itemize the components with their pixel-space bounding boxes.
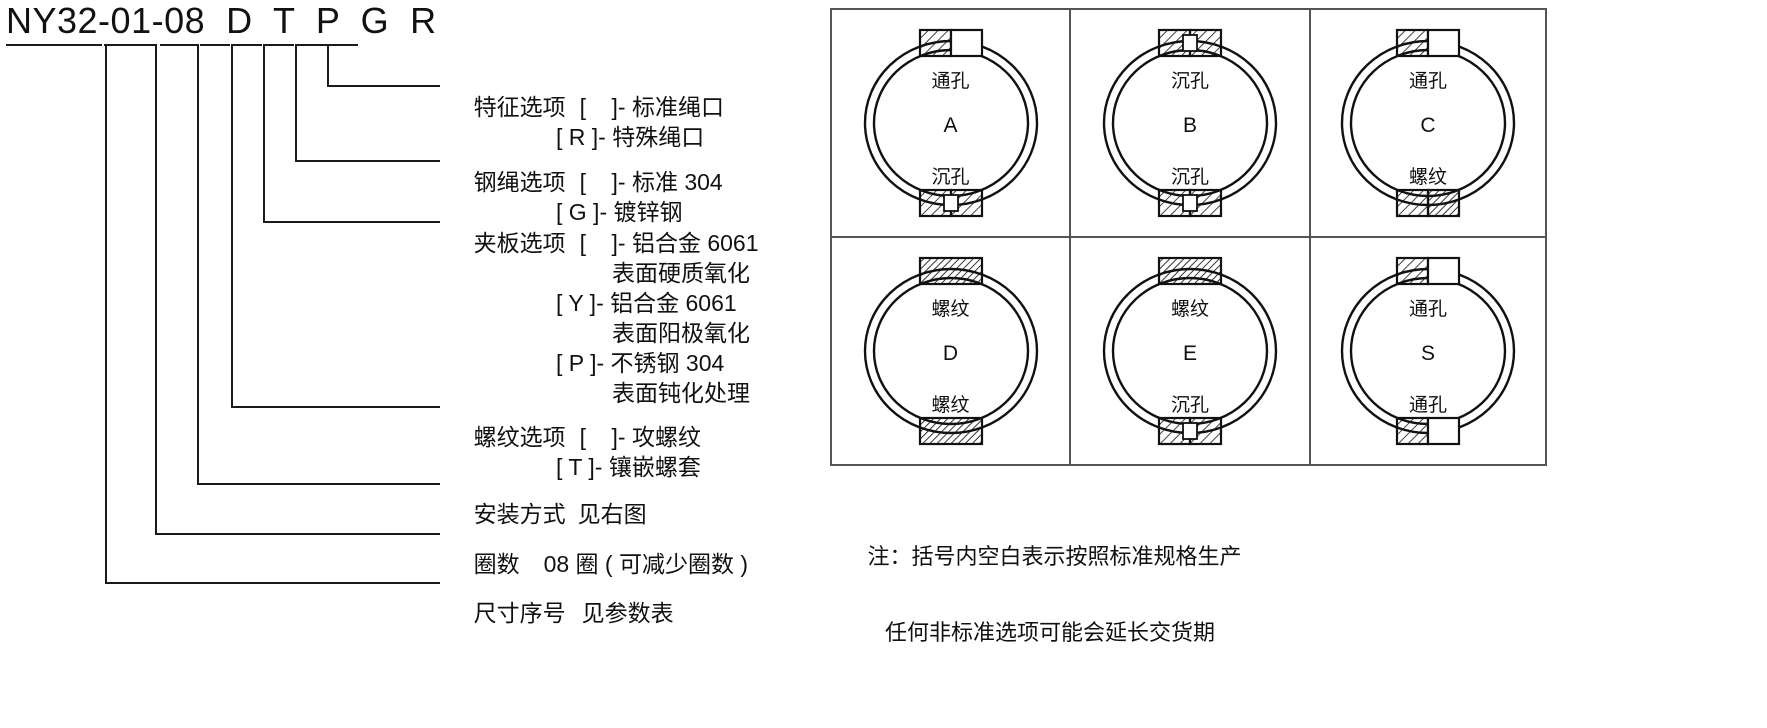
label-feature-option: 特征选项 [ ]- 标准绳口 [ R ]- 特殊绳口: [448, 62, 724, 212]
leader-v-rope: [295, 44, 297, 161]
label-rope-row0: [ ]- 标准 304: [579, 169, 723, 195]
leader-v-thread: [231, 44, 233, 407]
cell-b-code: B: [1182, 114, 1197, 137]
label-feature-row0: [ ]- 标准绳口: [579, 94, 724, 120]
leader-underline-coil: [104, 44, 156, 46]
label-coil-row0: 08 圈 ( 可减少圈数 ): [543, 551, 749, 577]
label-feature-title: 特征选项: [473, 94, 566, 120]
cell-c-top-label: 通孔: [1408, 71, 1447, 92]
ring-diagram-s: [1323, 251, 1533, 451]
ring-diagram-e: [1085, 251, 1295, 451]
label-clamp-title: 夹板选项: [473, 230, 566, 256]
cell-s-bottom-label: 通孔: [1408, 395, 1447, 416]
leader-h-rope: [295, 160, 440, 162]
label-thread-row1: [ T ]- 镶嵌螺套: [556, 454, 701, 480]
label-clamp-row3: 表面阳极氧化: [612, 320, 750, 346]
mounting-cell-s: 通孔 S 通孔: [1311, 238, 1545, 464]
leader-h-clamp: [263, 221, 440, 223]
cell-c-bottom-label: 螺纹: [1408, 167, 1447, 188]
leader-underline-clamp: [232, 44, 262, 46]
mounting-cell-d: 螺纹 D 螺纹: [832, 238, 1071, 464]
mounting-options-grid: 通孔 A 沉孔: [830, 8, 1547, 466]
leader-v-mount: [197, 44, 199, 484]
ring-diagram-b: [1085, 23, 1295, 223]
cell-c-code: C: [1420, 114, 1436, 137]
mounting-cell-a: 通孔 A 沉孔: [832, 10, 1071, 238]
cell-b-bottom-label: 沉孔: [1170, 167, 1209, 188]
footnote-line1: 注：括号内空白表示按照标准规格生产: [867, 544, 1242, 569]
leader-v-clamp: [263, 44, 265, 222]
cell-s-code: S: [1420, 342, 1435, 365]
label-clamp-row0: [ ]- 铝合金 6061: [579, 230, 759, 256]
cell-d-bottom-label: 螺纹: [931, 395, 970, 416]
leader-underline-size: [6, 44, 102, 46]
footnote-line2: 任何非标准选项可能会延长交货期: [885, 620, 1216, 645]
label-thread-option: 螺纹选项 [ ]- 攻螺纹 [ T ]- 镶嵌螺套: [448, 392, 701, 542]
label-mount-row0: 见右图: [577, 501, 647, 527]
label-clamp-row2: [ Y ]- 铝合金 6061: [556, 290, 737, 316]
part-number: NY32-01-08 D T P G R: [6, 0, 437, 41]
label-coil-title: 圈数: [473, 551, 520, 577]
leader-h-coil: [155, 533, 440, 535]
leader-h-thread: [231, 406, 440, 408]
cell-e-bottom-label: 沉孔: [1170, 395, 1209, 416]
label-clamp-option: 夹板选项 [ ]- 铝合金 6061 表面硬质氧化 [ Y ]- 铝合金 6061 表面…: [448, 198, 759, 468]
ring-diagram-d: [846, 251, 1056, 451]
cell-d-top-label: 螺纹: [931, 299, 970, 320]
ring-diagram-c: [1323, 23, 1533, 223]
label-thread-row0: [ ]- 攻螺纹: [579, 424, 701, 450]
leader-v-coil: [155, 44, 157, 534]
leader-underline-thread: [200, 44, 230, 46]
ring-diagram-a: [846, 23, 1056, 223]
label-mounting-type: 安装方式见右图: [448, 469, 647, 559]
label-rope-title: 钢绳选项: [473, 169, 566, 195]
leader-h-mount: [197, 483, 440, 485]
cell-e-top-label: 螺纹: [1170, 299, 1209, 320]
cell-a-code: A: [943, 114, 958, 137]
label-clamp-row1: 表面硬质氧化: [612, 260, 750, 286]
cell-a-bottom-label: 沉孔: [931, 167, 970, 188]
label-size-row0: 见参数表: [581, 600, 674, 626]
leader-underline-rope: [264, 44, 294, 46]
cell-s-top-label: 通孔: [1408, 299, 1447, 320]
leader-h-feature: [327, 85, 440, 87]
label-size-title: 尺寸序号: [473, 600, 566, 626]
label-thread-title: 螺纹选项: [473, 424, 566, 450]
label-feature-row1: [ R ]- 特殊绳口: [556, 124, 705, 150]
leader-v-size: [105, 44, 107, 583]
label-clamp-row4: [ P ]- 不锈钢 304: [556, 350, 725, 376]
leader-h-size: [105, 582, 440, 584]
cell-e-code: E: [1182, 342, 1197, 365]
mounting-cell-e: 螺纹 E 沉孔: [1071, 238, 1311, 464]
leader-v-feature: [327, 44, 329, 86]
diagram-root: NY32-01-08 D T P G R 特征选项 [ ]- 标准绳口 [ R ]-…: [6, 0, 1547, 658]
mounting-cell-b: 沉孔 B 沉孔: [1071, 10, 1311, 238]
label-clamp-row5: 表面钝化处理: [612, 380, 750, 406]
leader-underline-feature: [296, 44, 326, 46]
label-size-serial: 尺寸序号见参数表: [448, 568, 674, 658]
cell-d-code: D: [942, 342, 959, 365]
cell-b-top-label: 沉孔: [1170, 71, 1209, 92]
label-rope-row1: [ G ]- 镀锌钢: [556, 199, 683, 225]
label-rope-option: 钢绳选项 [ ]- 标准 304 [ G ]- 镀锌钢: [448, 137, 723, 287]
label-coil-count: 圈数 08 圈 ( 可减少圈数 ): [448, 519, 748, 609]
label-mount-title: 安装方式: [473, 501, 566, 527]
cell-a-top-label: 通孔: [931, 71, 970, 92]
leader-underline-feature2: [322, 44, 358, 46]
mounting-cell-c: 通孔 C 螺纹: [1311, 10, 1545, 238]
leader-underline-mount: [160, 44, 198, 46]
footnote: 注：括号内空白表示按照标准规格生产 任何非标准选项可能会延长交货期: [843, 500, 1241, 728]
